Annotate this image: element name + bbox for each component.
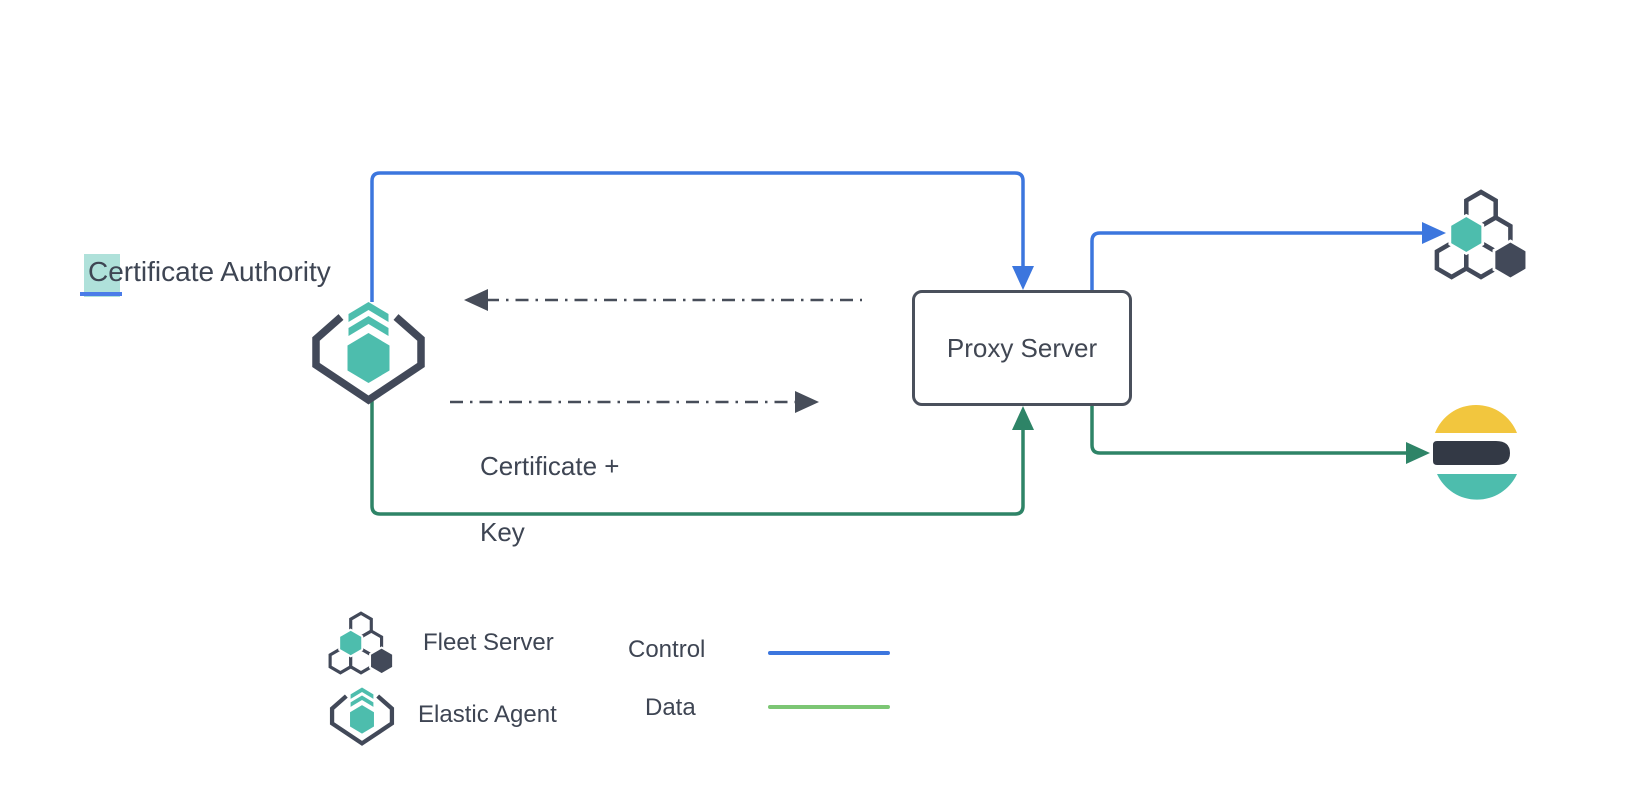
- arrowhead-left: [464, 289, 488, 311]
- arrowhead-down: [1012, 266, 1034, 290]
- certificate-key-line1: Certificate +: [480, 451, 620, 481]
- legend-elastic-agent-icon: [332, 688, 392, 744]
- data-arrow-agent-to-proxy[interactable]: [370, 401, 1034, 516]
- certificate-key-label[interactable]: Certificate + Key: [480, 417, 619, 582]
- text-selection-highlight: [84, 254, 120, 297]
- control-arrow-agent-to-proxy[interactable]: [370, 171, 1034, 302]
- certificate-key-line2: Key: [480, 517, 525, 547]
- arrowhead-right: [1422, 222, 1446, 244]
- legend-control-line-swatch: [768, 651, 890, 655]
- certificate-key-arrow[interactable]: [450, 391, 819, 413]
- legend-data-line-swatch: [768, 705, 890, 709]
- arrowhead-right: [1406, 442, 1430, 464]
- proxy-server-label: Proxy Server: [946, 332, 1098, 363]
- data-arrow-proxy-to-elasticsearch[interactable]: [1090, 406, 1430, 464]
- proxy-server-node[interactable]: Proxy Server: [912, 290, 1132, 406]
- legend-control-label: Control: [628, 636, 706, 663]
- legend-elastic-agent-label: Elastic Agent: [418, 701, 557, 728]
- elasticsearch-icon[interactable]: [1433, 404, 1517, 500]
- legend-data-label: Data: [645, 694, 696, 721]
- legend-fleet-server-icon: [330, 613, 393, 674]
- certificate-request-arrow[interactable]: [464, 289, 862, 311]
- legend-fleet-server-label: Fleet Server: [423, 629, 554, 656]
- fleet-server-icon[interactable]: [1437, 192, 1527, 279]
- control-arrow-proxy-to-fleet[interactable]: [1090, 222, 1446, 290]
- arrowhead-up: [1012, 406, 1034, 430]
- text-selection-underline: [80, 292, 122, 296]
- arrowhead-right: [795, 391, 819, 413]
- elastic-agent-icon[interactable]: [316, 302, 421, 400]
- certificate-authority-label[interactable]: Certificate Authority: [88, 256, 331, 287]
